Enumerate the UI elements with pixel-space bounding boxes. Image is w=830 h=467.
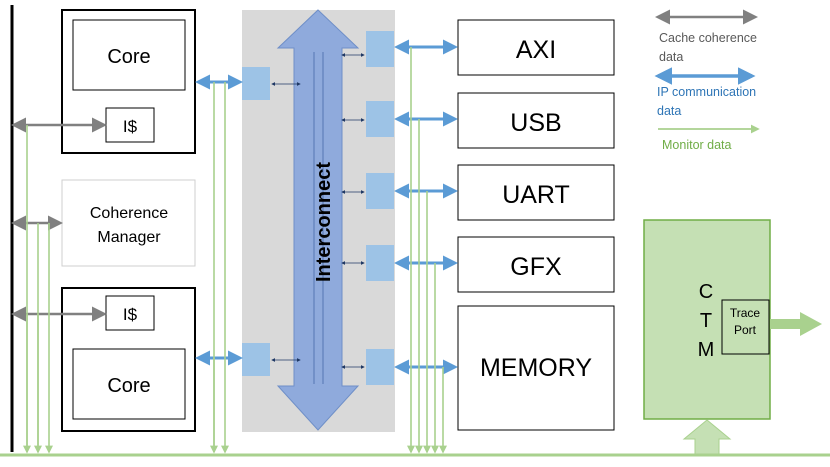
monitor-taps-core [210, 82, 229, 454]
legend-ip-comm-label-1: IP communication [657, 85, 756, 99]
core-top-label: Core [107, 46, 150, 68]
ctm-letter-c: C [699, 281, 713, 303]
interconnect-port-core-top [242, 67, 270, 100]
ctm-letter-m: M [698, 339, 715, 361]
trace-port-box [721, 299, 770, 355]
interconnect-arrow [276, 9, 360, 431]
legend-ip-comm-label-2: data [657, 104, 681, 118]
monitor-taps-peripherals [407, 47, 447, 454]
interconnect-port-memory [366, 349, 394, 385]
peripheral-gfx-box [457, 236, 615, 293]
interconnect-port-gfx [366, 245, 394, 281]
peripheral-axi-label: AXI [516, 36, 556, 64]
coherence-manager-label-1: Coherence [90, 205, 168, 222]
icache-top-box [105, 107, 155, 143]
coherence-manager-label-2: Manager [97, 229, 161, 246]
legend-monitor-label: Monitor data [662, 138, 732, 152]
peripheral-uart-label: UART [502, 181, 570, 209]
interconnect-port-core-bottom [242, 343, 270, 376]
icache-bottom-box [105, 295, 155, 331]
peripheral-memory-box [457, 305, 615, 431]
icache-top-label: I$ [123, 117, 138, 136]
peripheral-memory-label: MEMORY [480, 354, 592, 382]
icache-bottom-label: I$ [123, 305, 138, 324]
peripheral-usb-label: USB [510, 109, 561, 137]
ctm-input-arrow [682, 419, 732, 455]
trace-port-label-1: Trace [730, 306, 761, 320]
legend-cache-coherence-label-2: data [659, 50, 683, 64]
interconnect-port-axi [366, 31, 394, 67]
peripheral-uart-box [457, 164, 615, 221]
peripheral-axi-box [457, 19, 615, 76]
coherence-manager-box [61, 179, 196, 267]
interconnect-port-usb [366, 101, 394, 137]
monitor-taps-left [23, 125, 53, 454]
peripheral-usb-box [457, 92, 615, 149]
trace-output-arrow [770, 312, 822, 336]
legend-cache-coherence-label-1: Cache coherence [659, 31, 757, 45]
interconnect-label: Interconnect [313, 162, 335, 282]
interconnect-port-uart [366, 173, 394, 209]
core-bottom-label: Core [107, 375, 150, 397]
core-top-box [72, 19, 186, 91]
trace-port-label-2: Port [734, 323, 757, 337]
ctm-letter-t: T [700, 310, 712, 332]
peripheral-gfx-label: GFX [510, 253, 562, 281]
core-bottom-box [72, 348, 186, 420]
